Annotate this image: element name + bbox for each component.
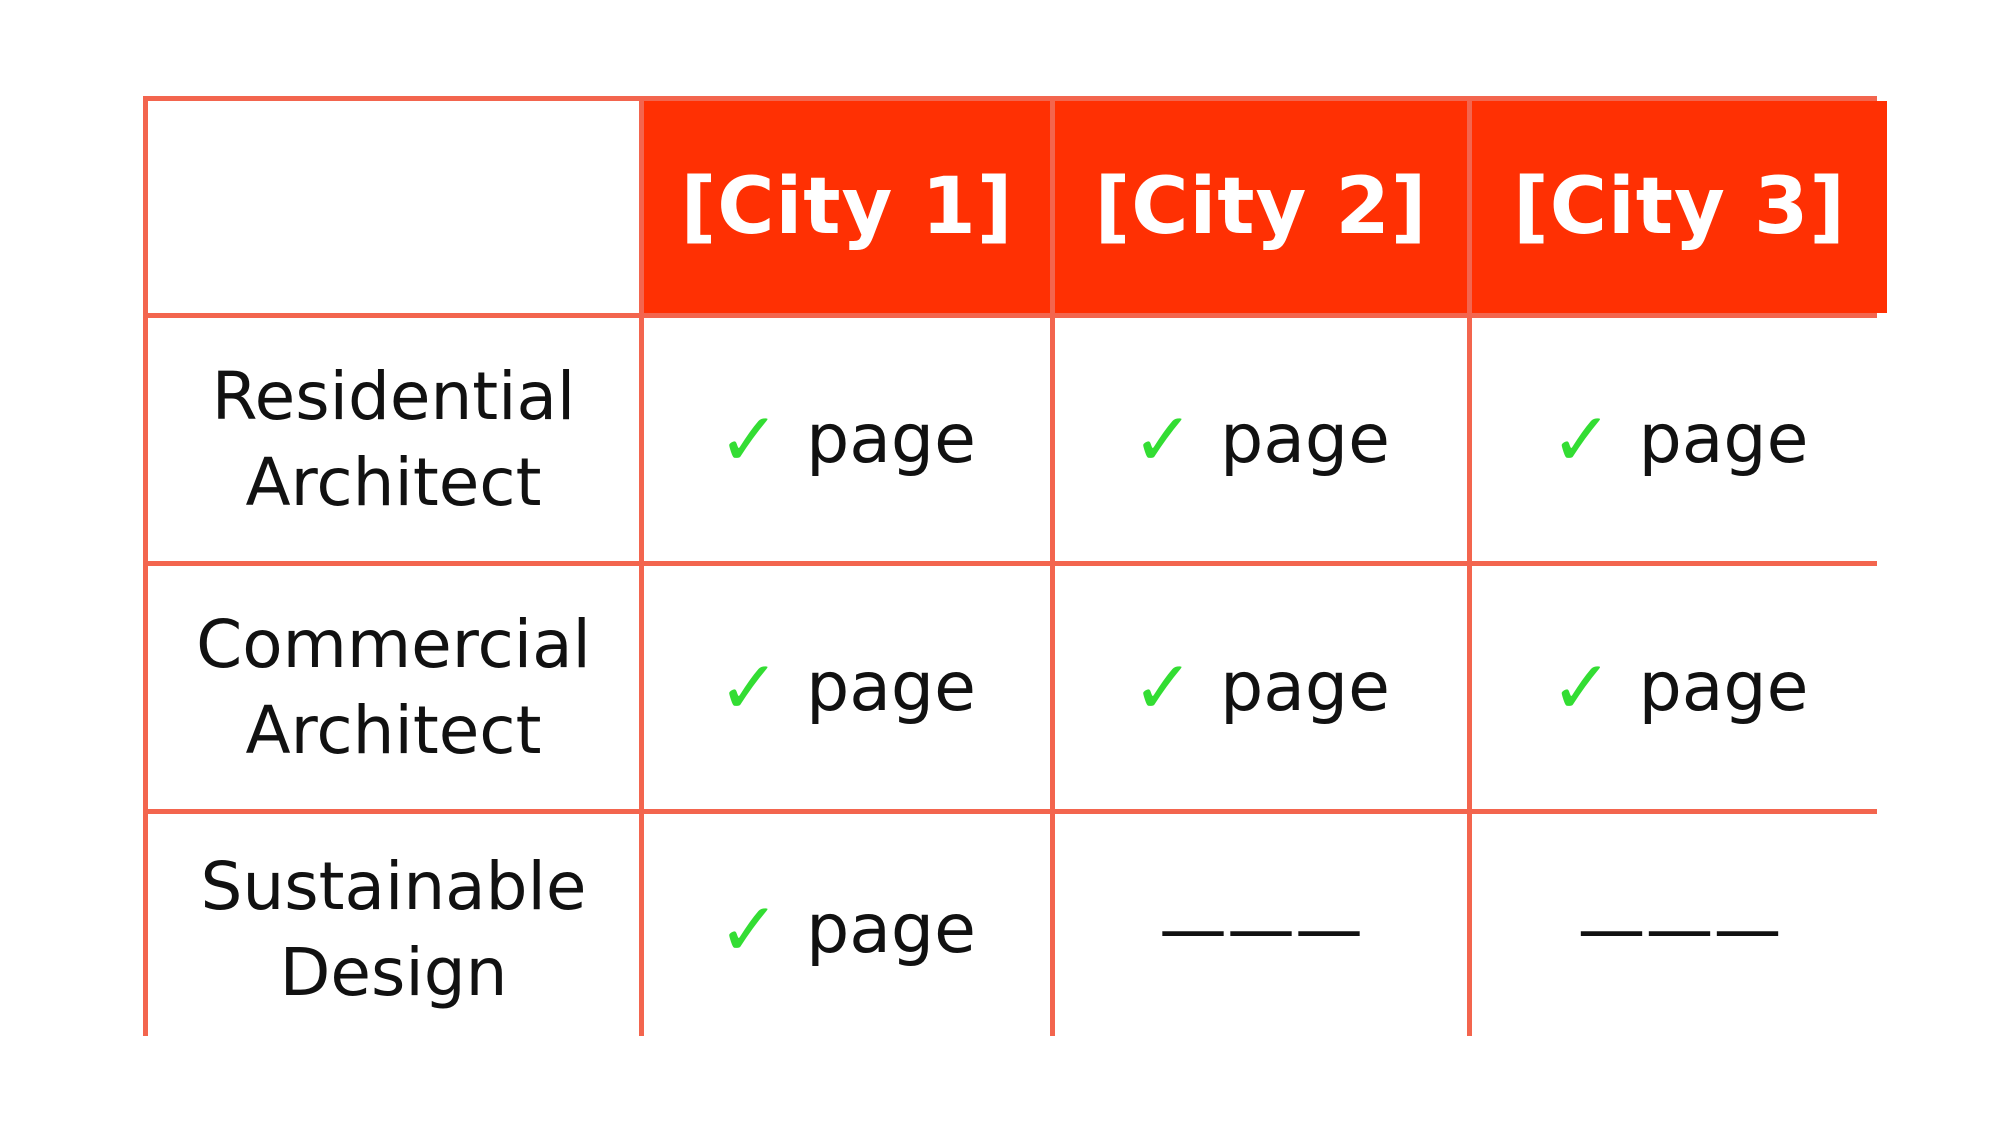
table-cell: ✓ page xyxy=(1472,566,1887,809)
check-icon: ✓ xyxy=(718,887,781,973)
empty-dash: ——— xyxy=(1577,890,1782,969)
cell-text: page xyxy=(1638,647,1809,727)
check-icon: ✓ xyxy=(1132,644,1195,731)
column-header-label: [City 2] xyxy=(1094,162,1428,252)
row-label-sustainable-design: Sustainable Design xyxy=(148,814,639,1046)
check-mark-entry: ✓ page xyxy=(718,651,976,725)
check-icon: ✓ xyxy=(718,644,781,731)
table-cell: ✓ page xyxy=(644,814,1050,1046)
check-icon: ✓ xyxy=(718,396,781,483)
table-cell: ✓ page xyxy=(644,566,1050,809)
column-header-city-2: [City 2] xyxy=(1055,101,1467,313)
cell-text: page xyxy=(806,647,976,727)
row-label-line: Sustainable xyxy=(200,848,587,925)
row-label-commercial-architect: Commercial Architect xyxy=(148,566,639,809)
check-icon: ✓ xyxy=(1550,644,1613,731)
table-cell: ✓ page xyxy=(1055,566,1467,809)
cell-text: page xyxy=(1220,647,1390,727)
cell-text: page xyxy=(1638,399,1809,479)
cell-text: page xyxy=(1220,399,1390,479)
column-header-city-3: [City 3] xyxy=(1472,101,1887,313)
check-mark-entry: ✓ page xyxy=(1551,403,1809,477)
check-mark-entry: ✓ page xyxy=(718,893,976,967)
row-label-line: Commercial xyxy=(196,605,591,683)
table-cell: ✓ page xyxy=(644,318,1050,561)
table-cell: ——— xyxy=(1055,814,1467,1046)
table-cell: ——— xyxy=(1472,814,1887,1046)
check-icon: ✓ xyxy=(1550,396,1613,483)
table-cell: ✓ page xyxy=(1472,318,1887,561)
check-mark-entry: ✓ page xyxy=(1132,651,1390,725)
column-header-label: [City 1] xyxy=(680,162,1014,252)
corner-cell xyxy=(148,101,639,313)
row-label-line: Architect xyxy=(245,443,542,521)
row-label-line: Residential xyxy=(211,357,576,435)
check-mark-entry: ✓ page xyxy=(1132,403,1390,477)
check-mark-entry: ✓ page xyxy=(1551,651,1809,725)
cell-text: page xyxy=(806,399,976,479)
row-label-line: Architect xyxy=(245,691,542,769)
row-label-line: Design xyxy=(279,934,508,1011)
table-cell: ✓ page xyxy=(1055,318,1467,561)
column-header-city-1: [City 1] xyxy=(644,101,1050,313)
column-header-label: [City 3] xyxy=(1513,162,1846,252)
comparison-table: [City 1] [City 2] [City 3] Residential A… xyxy=(143,96,1887,1046)
empty-dash: ——— xyxy=(1159,890,1363,969)
cell-text: page xyxy=(806,890,976,969)
row-label-residential-architect: Residential Architect xyxy=(148,318,639,561)
check-mark-entry: ✓ page xyxy=(718,403,976,477)
check-icon: ✓ xyxy=(1132,396,1195,483)
